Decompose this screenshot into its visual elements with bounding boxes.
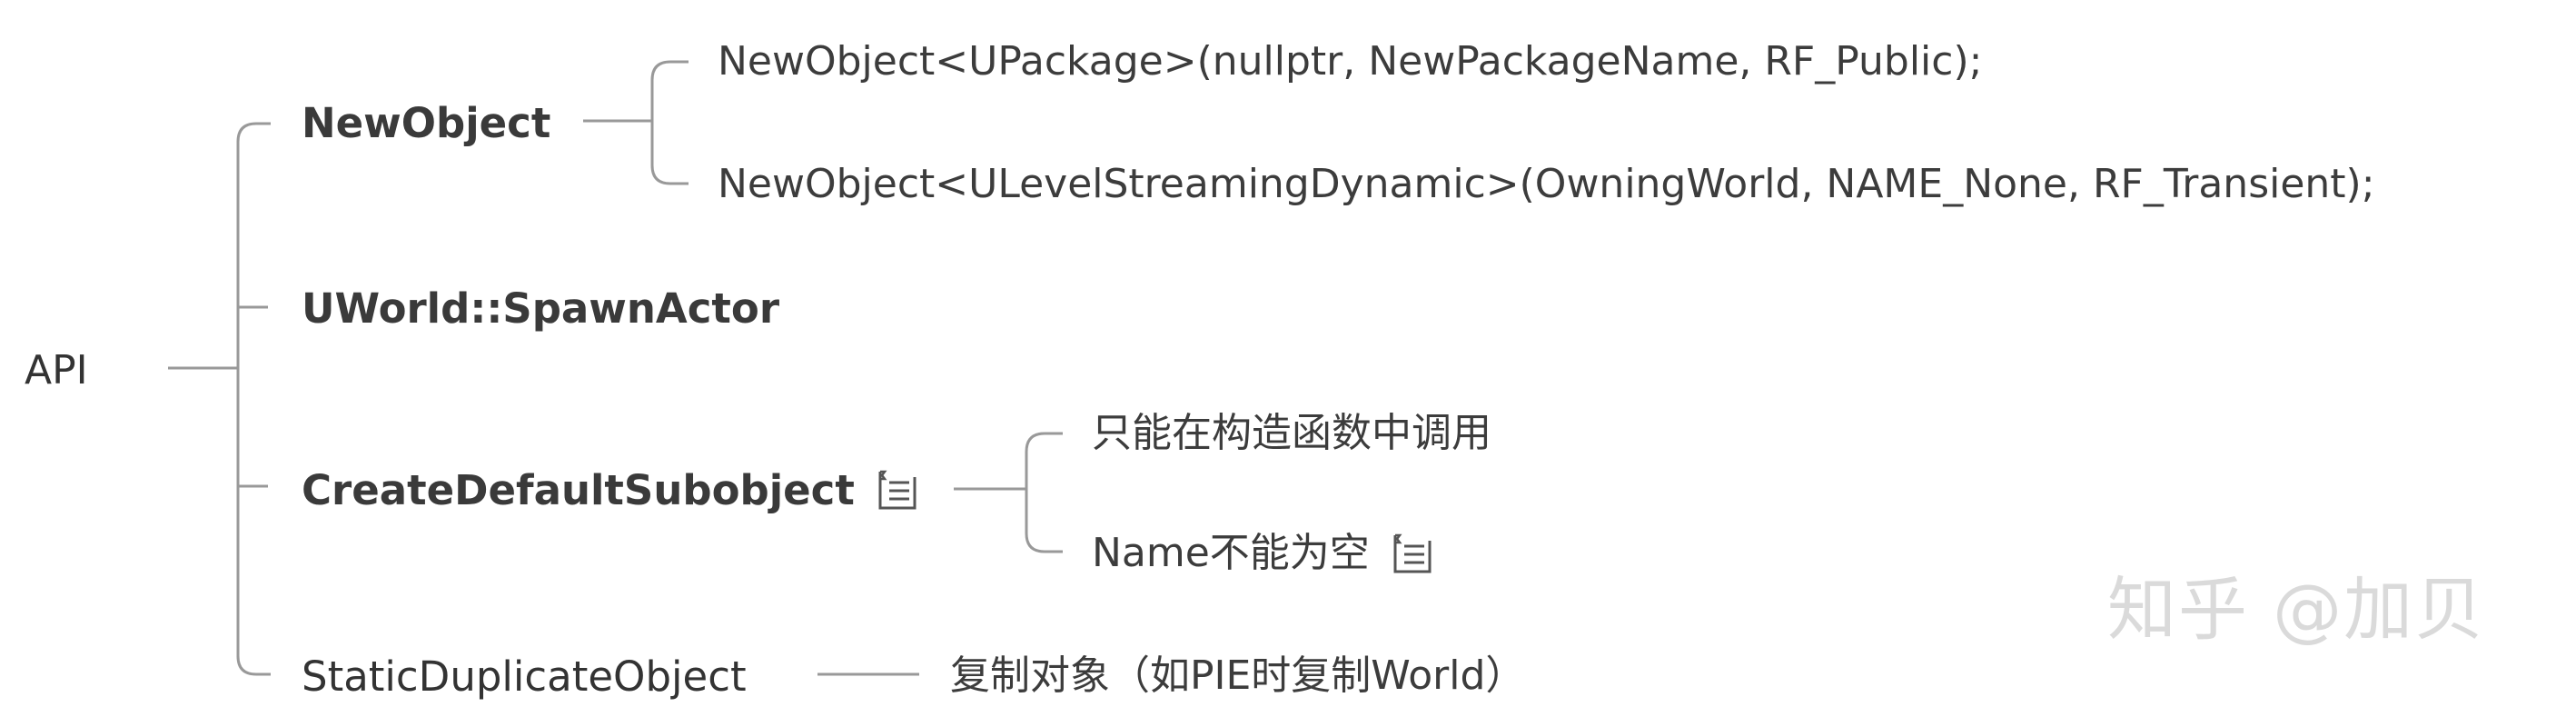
branch-spawnactor[interactable]: UWorld::SpawnActor [302, 288, 779, 329]
branch-newobject[interactable]: NewObject [302, 103, 550, 144]
branch-label: StaticDuplicateObject [302, 652, 747, 701]
branch-createdefaultsubobject[interactable]: CreateDefaultSubobject [302, 468, 920, 512]
createdefault-child-constructor-only[interactable]: 只能在构造函数中调用 [1092, 413, 1491, 453]
connector-trunk [236, 122, 257, 676]
child-label: 复制对象（如PIE时复制World） [950, 652, 1526, 699]
branch-label: CreateDefaultSubobject [302, 465, 855, 514]
note-icon[interactable] [1390, 532, 1435, 575]
newobject-child-upackage[interactable]: NewObject<UPackage>(nullptr, NewPackageN… [718, 42, 1982, 82]
connector-createdefault-fork [1025, 432, 1045, 553]
root-label: API [25, 347, 88, 393]
child-label: NewObject<UPackage>(nullptr, NewPackageN… [718, 38, 1983, 85]
zhihu-watermark: 知乎 @加贝 [2107, 569, 2486, 650]
child-label: 只能在构造函数中调用 [1092, 410, 1491, 456]
static-child-duplicate-object[interactable]: 复制对象（如PIE时复制World） [950, 656, 1525, 696]
branch-label: NewObject [302, 99, 551, 147]
note-icon[interactable] [875, 468, 920, 512]
createdefault-child-name-required[interactable]: Name不能为空 [1092, 532, 1435, 575]
child-label: Name不能为空 [1092, 530, 1370, 576]
root-node[interactable]: API [25, 351, 88, 391]
newobject-child-ulevelstreaming[interactable]: NewObject<ULevelStreamingDynamic>(Owning… [718, 164, 2375, 204]
connector-newobject-fork [650, 60, 671, 185]
branch-label: UWorld::SpawnActor [302, 284, 780, 333]
branch-staticduplicateobject[interactable]: StaticDuplicateObject [302, 656, 747, 697]
child-label: NewObject<ULevelStreamingDynamic>(Owning… [718, 161, 2375, 207]
